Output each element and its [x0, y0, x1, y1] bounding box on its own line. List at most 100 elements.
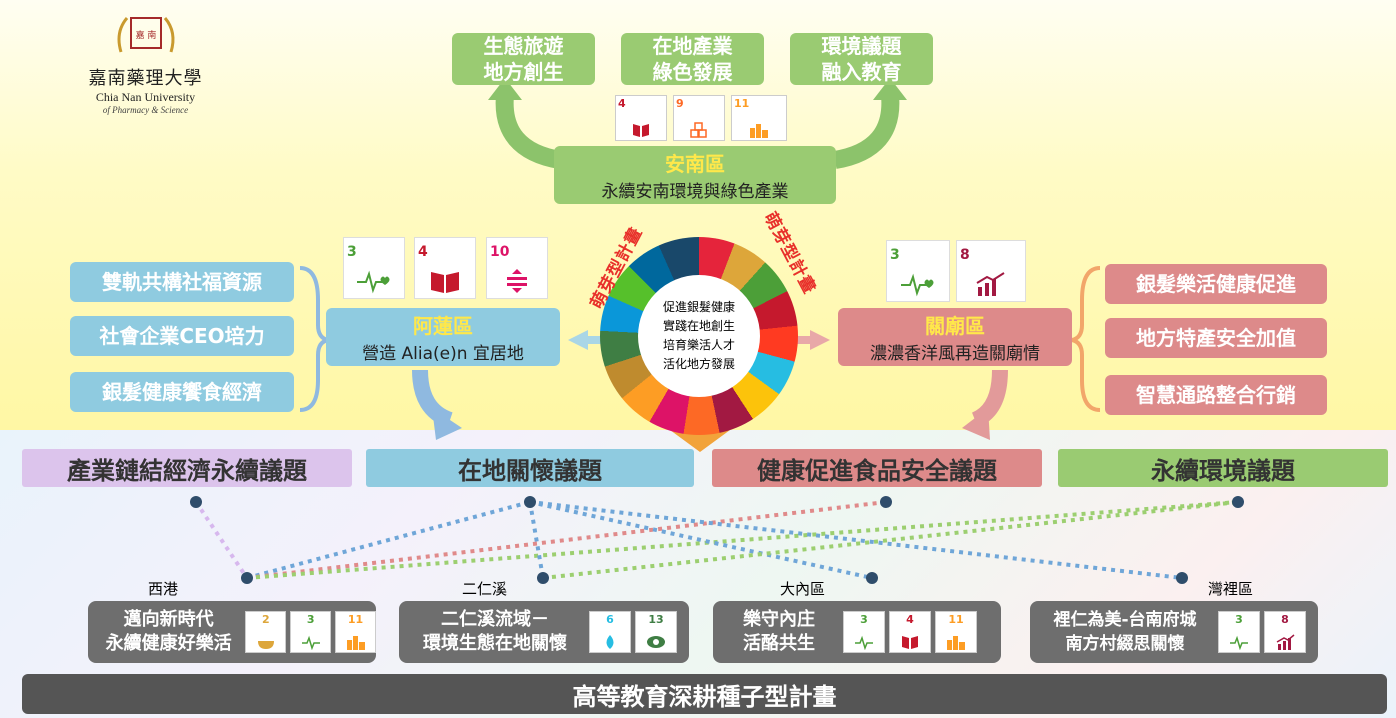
guanmiao-item-local-products: 地方特產安全加值 [1105, 318, 1327, 358]
guanmiao-item-silver-health: 銀髮樂活健康促進 [1105, 264, 1327, 304]
brace-right [1071, 266, 1101, 412]
site-line-2: 活酪共生 [743, 633, 815, 654]
sdg-8-icon: 8 [956, 240, 1026, 302]
site-line-2: 南方村綴思關懷 [1065, 634, 1185, 654]
water-drop-icon [606, 635, 614, 649]
bowl-icon [257, 641, 274, 649]
sdg-8-icon: 8 [1264, 611, 1306, 653]
sdg-number: 4 [418, 244, 428, 260]
book-icon [431, 272, 459, 293]
book-icon [633, 124, 649, 137]
cubes-icon [690, 122, 707, 138]
guanmiao-subtitle: 濃濃香洋風再造關廟情 [870, 344, 1040, 364]
wheel-funnel [670, 430, 730, 452]
sdg-3-icon: 3 [343, 237, 405, 299]
goal-env-education: 環境議題 融入教育 [790, 33, 933, 85]
site-box-danei: 樂守內庄 活酪共生 3 4 11 [713, 601, 1001, 663]
guanmiao-district-box: 關廟區 濃濃香洋風再造關廟情 [838, 308, 1072, 366]
wheel-text-4: 活化地方發展 [662, 357, 735, 371]
goal-eco-tourism: 生態旅遊 地方創生 [452, 33, 595, 85]
logo-english-sub: of Pharmacy & Science [102, 105, 189, 115]
site-line-1: 邁向新時代 [123, 609, 214, 630]
node-category-local [524, 496, 536, 508]
site-text-danei: 樂守內庄 活酪共生 [719, 608, 839, 656]
sdg-6-icon: 6 [589, 611, 631, 653]
node-category-industry [190, 496, 202, 508]
heartbeat-icon [301, 635, 320, 650]
sdg-number: 11 [734, 97, 750, 110]
growth-chart-icon [976, 272, 1005, 296]
node-site-errenxi [537, 572, 549, 584]
arrow-annan-right [833, 94, 900, 169]
guanmiao-item-smart-channel: 智慧通路整合行銷 [1105, 375, 1327, 415]
arrow-to-guanmiao [810, 330, 830, 350]
arrowhead-alian [432, 408, 462, 440]
sdg-number: 2 [261, 613, 270, 626]
node-category-env [1232, 496, 1244, 508]
category-sustainable-env: 永續環境議題 [1058, 449, 1388, 487]
sdg-number: 11 [948, 613, 964, 626]
site-box-xigang: 邁向新時代 永續健康好樂活 2 3 11 [88, 601, 377, 663]
sdg-number: 9 [676, 97, 684, 110]
heartbeat-icon [1230, 635, 1248, 650]
sdg-number: 3 [347, 244, 357, 260]
city-icon [947, 636, 965, 650]
category-industry-economy: 產業鏈結經濟永續議題 [22, 449, 352, 487]
equality-icon [507, 269, 527, 293]
node-site-xigang [241, 572, 253, 584]
arrowhead-right [873, 78, 907, 100]
sdg-number: 6 [606, 613, 614, 626]
sdg-11-icon: 11 [335, 611, 377, 653]
alian-district-box: 阿蓮區 營造 Alia(e)n 宜居地 [326, 308, 560, 366]
place-label-errenxi: 二仁溪 [462, 580, 508, 598]
sdg-13-icon: 13 [635, 611, 677, 653]
sdg-wheel: 促進銀髮健康 實踐在地創生 培育樂活人才 活化地方發展 [600, 237, 798, 435]
sdg-4-icon: 4 [889, 611, 931, 653]
wheel-text-3: 培育樂活人才 [662, 338, 735, 352]
node-site-danei [866, 572, 878, 584]
arrow-to-alian [568, 330, 588, 350]
alian-title: 阿蓮區 [413, 314, 473, 338]
sdg-3-icon: 3 [886, 240, 950, 302]
sdg-9-icon: 9 [673, 95, 725, 141]
arrowhead-left [488, 78, 522, 100]
site-line-1: 樂守內庄 [743, 609, 815, 630]
footer-program-title: 高等教育深耕種子型計畫 [22, 674, 1387, 714]
university-logo: 嘉 南 嘉南藥理大學 Chia Nan University of Pharma… [78, 12, 213, 115]
sdg-4-icon: 4 [414, 237, 476, 299]
sdg-10-icon: 10 [486, 237, 548, 299]
city-icon [750, 124, 768, 138]
sdg-number: 13 [648, 613, 664, 626]
logo-chinese-name: 嘉南藥理大學 [88, 68, 203, 89]
sdg-2-icon: 2 [245, 611, 287, 653]
sdg-number: 3 [860, 613, 868, 626]
sdg-4-icon: 4 [615, 95, 667, 141]
site-line-1: 裡仁為美-台南府城 [1053, 610, 1197, 630]
site-text-xigang: 邁向新時代 永續健康好樂活 [96, 608, 241, 656]
place-label-danei: 大內區 [780, 580, 826, 598]
annan-title: 安南區 [665, 152, 725, 176]
site-box-wanli: 裡仁為美-台南府城 南方村綴思關懷 3 8 [1030, 601, 1318, 663]
sdg-number: 8 [960, 247, 970, 263]
category-health-food: 健康促進食品安全議題 [712, 449, 1042, 487]
site-text-errenxi: 二仁溪流域－ 環境生態在地關懷 [405, 608, 585, 656]
guanmiao-title: 關廟區 [925, 314, 985, 338]
sdg-number: 3 [890, 247, 900, 263]
logo-english-name: Chia Nan University [95, 90, 196, 104]
sdg-11-icon: 11 [935, 611, 977, 653]
wheel-center: 促進銀髮健康 實踐在地創生 培育樂活人才 活化地方發展 [638, 275, 760, 397]
arrowhead-guanmiao [962, 408, 990, 440]
annan-district-box: 安南區 永續安南環境與綠色產業 [554, 146, 836, 204]
site-line-2: 永續健康好樂活 [105, 633, 232, 654]
brace-left [299, 266, 329, 412]
alian-item-welfare: 雙軌共構社福資源 [70, 262, 294, 302]
arrow-to-alian-shaft [588, 336, 606, 344]
heartbeat-icon [855, 635, 873, 650]
sdg-number: 4 [906, 613, 914, 626]
heartbeat-icon [901, 273, 934, 297]
sdg-3-icon: 3 [290, 611, 332, 653]
site-line-2: 環境生態在地關懷 [423, 633, 567, 654]
alian-item-silver-food: 銀髮健康饗食經濟 [70, 372, 294, 412]
category-local-care: 在地關懷議題 [366, 449, 694, 487]
sdg-number: 11 [347, 613, 364, 626]
